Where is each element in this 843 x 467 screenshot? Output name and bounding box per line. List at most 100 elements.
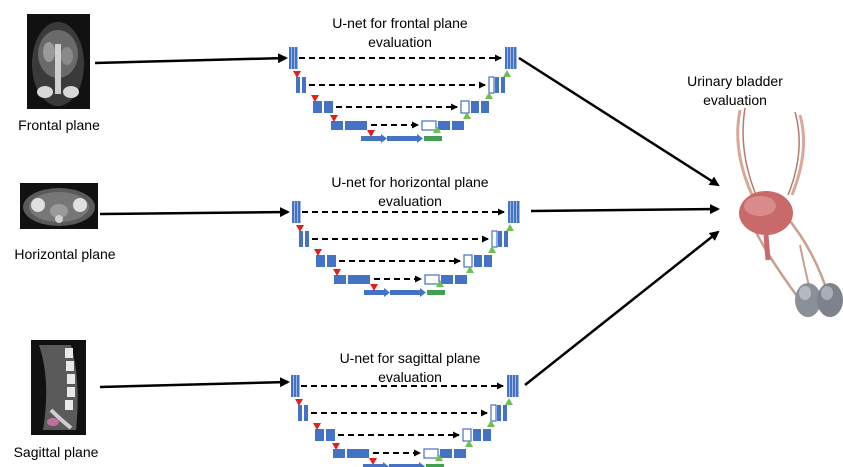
- frontal-bottleneck-arrowhead: [381, 134, 387, 143]
- horizontal-enc3-block: [334, 275, 346, 284]
- sagittal-downsample-arrow: [332, 443, 340, 450]
- horizontal-enc1-block: [299, 231, 303, 247]
- horizontal-downsample-arrow: [296, 225, 304, 232]
- frontal-enc3-block: [331, 121, 343, 130]
- horizontal-upsample-arrow: [488, 246, 496, 253]
- frontal-upsample-arrow: [433, 126, 441, 133]
- frontal-dec2-concat: [460, 100, 470, 114]
- frontal-dec3-block: [438, 121, 450, 130]
- horizontal-enc0-bar: [295, 201, 298, 223]
- sagittal-upsample-arrow: [435, 454, 443, 461]
- sagittal-input-arrow: [99, 377, 290, 389]
- output-label-line1: Urinary bladder: [687, 73, 783, 89]
- frontal-dec1-block: [501, 77, 505, 93]
- frontal-dec3-concat: [421, 120, 437, 131]
- frontal-plane-label: Frontal plane: [18, 117, 100, 133]
- frontal-dec2-block: [471, 101, 479, 113]
- sagittal-dec3-concat: [423, 448, 439, 459]
- sagittal-downsample-arrow: [295, 399, 303, 406]
- urinary-bladder-illustration: [736, 107, 843, 317]
- sagittal-unet-title-line1: U-net for sagittal plane: [339, 350, 481, 366]
- horizontal-enc1-block: [305, 231, 309, 247]
- horizontal-downsample-arrow: [333, 269, 341, 276]
- frontal-ct-scan-image: [27, 14, 90, 109]
- sagittal-output-arrow: [524, 230, 720, 386]
- sagittal-upsample-arrow: [465, 440, 473, 447]
- sagittal-dec1-block: [497, 405, 501, 421]
- horizontal-dec3-block: [441, 275, 453, 284]
- horizontal-bottleneck-block: [364, 290, 384, 295]
- frontal-bottleneck-block: [361, 136, 381, 141]
- horizontal-upsample-arrow: [466, 266, 474, 273]
- sagittal-bottleneck-arrowhead: [383, 462, 389, 467]
- frontal-dec0-bar: [511, 47, 514, 69]
- frontal-bottleneck-output: [424, 136, 442, 141]
- sagittal-enc3-block: [347, 449, 369, 458]
- sagittal-upsample-arrow: [505, 398, 513, 405]
- frontal-enc3-block: [345, 121, 367, 130]
- sagittal-unet-title: U-net for sagittal plane evaluation: [300, 349, 520, 387]
- horizontal-dec1-block: [504, 231, 508, 247]
- horizontal-enc2-block: [316, 255, 325, 267]
- sagittal-dec1-concat: [490, 404, 497, 422]
- frontal-enc2-block: [324, 101, 333, 113]
- horizontal-dec2-concat: [463, 254, 473, 268]
- horizontal-input-arrow: [99, 207, 290, 218]
- frontal-enc0-bar: [289, 47, 292, 69]
- frontal-unet-title-line1: U-net for frontal plane: [332, 15, 468, 31]
- horizontal-enc3-block: [348, 275, 370, 284]
- horizontal-output-arrow: [530, 204, 720, 215]
- sagittal-enc1-block: [304, 405, 308, 421]
- frontal-bottleneck-block: [387, 136, 417, 141]
- frontal-enc2-block: [313, 101, 322, 113]
- horizontal-enc2-block: [327, 255, 336, 267]
- sagittal-dec2-concat: [462, 428, 472, 442]
- frontal-dec1-block: [495, 77, 499, 93]
- frontal-dec0-bar: [514, 47, 517, 69]
- sagittal-enc1-block: [298, 405, 302, 421]
- frontal-unet-title: U-net for frontal plane evaluation: [300, 14, 500, 52]
- sagittal-bottleneck-arrowhead: [419, 462, 425, 467]
- horizontal-unet-title-line1: U-net for horizontal plane: [331, 174, 489, 190]
- horizontal-downsample-arrow: [370, 284, 378, 291]
- sagittal-enc0-bar: [294, 375, 297, 397]
- sagittal-enc0-bar: [291, 375, 294, 397]
- frontal-dec1-concat: [488, 76, 495, 94]
- horizontal-dec1-block: [498, 231, 502, 247]
- frontal-enc0-bar: [292, 47, 295, 69]
- sagittal-enc2-block: [315, 429, 324, 441]
- horizontal-dec3-concat: [424, 274, 440, 285]
- sagittal-dec3-block: [454, 449, 466, 458]
- frontal-unet-title-line2: evaluation: [368, 34, 432, 50]
- frontal-downsample-arrow: [367, 130, 375, 137]
- horizontal-dec3-block: [455, 275, 467, 284]
- horizontal-upsample-arrow: [436, 280, 444, 287]
- horizontal-bottleneck-block: [390, 290, 420, 295]
- frontal-bottleneck-arrowhead: [417, 134, 423, 143]
- sagittal-unet-title-line2: evaluation: [378, 369, 442, 385]
- horizontal-bottleneck-output: [427, 290, 445, 295]
- frontal-downsample-arrow: [311, 95, 319, 102]
- frontal-downsample-arrow: [330, 115, 338, 122]
- sagittal-downsample-arrow: [369, 458, 377, 465]
- frontal-enc1-block: [296, 77, 300, 93]
- sagittal-enc3-block: [333, 449, 345, 458]
- output-label-line2: evaluation: [703, 92, 767, 108]
- horizontal-dec2-block: [484, 255, 492, 267]
- frontal-upsample-arrow: [503, 70, 511, 77]
- sagittal-plane-label: Sagittal plane: [13, 444, 99, 460]
- horizontal-bottleneck-arrowhead: [384, 288, 390, 297]
- frontal-dec3-block: [452, 121, 464, 130]
- horizontal-downsample-arrow: [314, 249, 322, 256]
- horizontal-ct-scan-image: [20, 183, 98, 229]
- sagittal-ct-scan-image: [31, 340, 86, 435]
- horizontal-unet-title-line2: evaluation: [378, 193, 442, 209]
- sagittal-dec2-block: [473, 429, 481, 441]
- horizontal-dec2-block: [474, 255, 482, 267]
- frontal-upsample-arrow: [485, 92, 493, 99]
- frontal-dec2-block: [481, 101, 489, 113]
- sagittal-dec3-block: [440, 449, 452, 458]
- frontal-downsample-arrow: [293, 71, 301, 78]
